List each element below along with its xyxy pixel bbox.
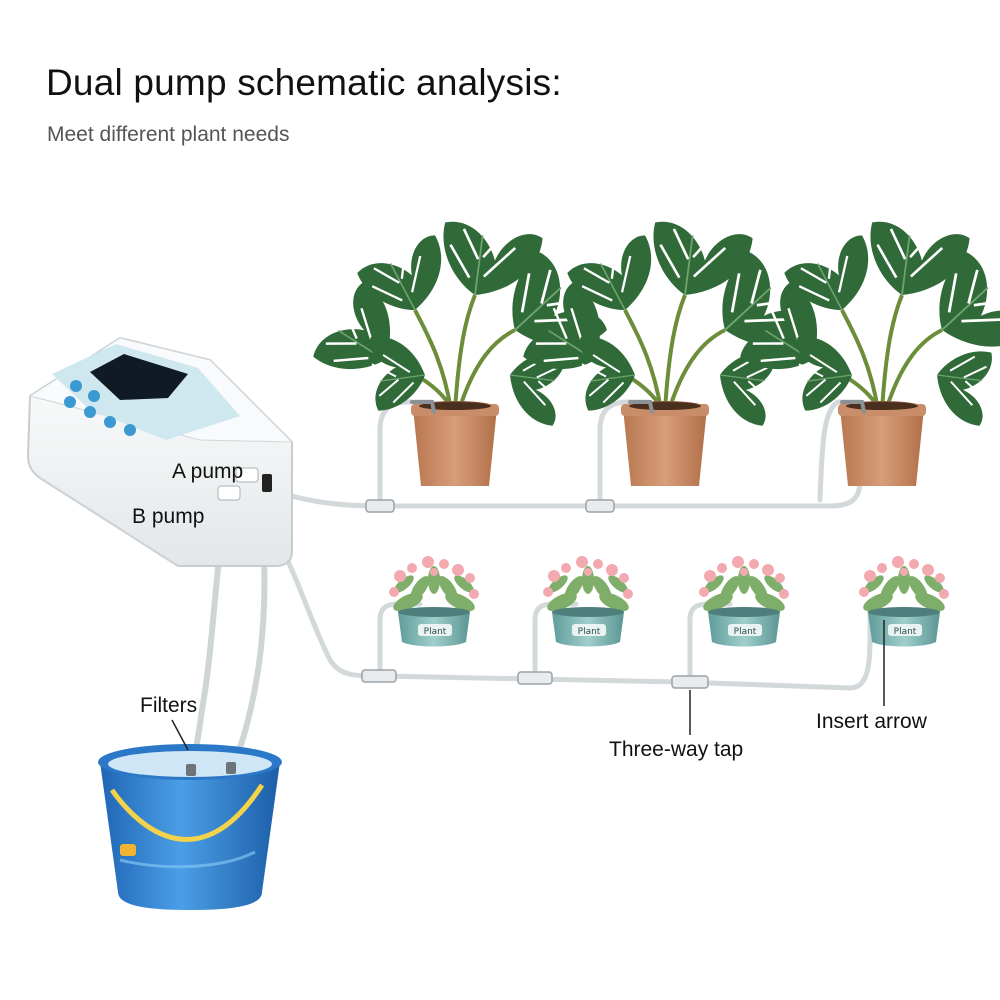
callout-lines	[171, 620, 885, 751]
pot-label: Plant	[734, 627, 757, 637]
control-buttons	[64, 380, 136, 436]
pot-label: Plant	[424, 627, 447, 637]
insert-arrow-label: Insert arrow	[816, 710, 927, 733]
monstera-drip-arrows	[410, 400, 866, 414]
three-way-taps	[361, 499, 709, 689]
three-way-tap-label: Three-way tap	[609, 738, 744, 761]
pot-label: Plant	[894, 627, 917, 637]
filters-label: Filters	[140, 694, 198, 717]
a-line-tubing	[259, 399, 863, 509]
pot-label: Plant	[578, 627, 601, 637]
monstera-plant-3	[739, 221, 1000, 486]
lcd-screen	[90, 354, 188, 400]
diagram-title: Dual pump schematic analysis:	[46, 62, 562, 103]
b-pump-label: B pump	[132, 505, 205, 528]
diagram-subtitle: Meet different plant needs	[47, 123, 290, 146]
b-line-tubing	[241, 497, 873, 691]
a-pump-label: A pump	[172, 460, 244, 483]
pump-controller	[26, 336, 294, 567]
filter-heads	[186, 762, 236, 776]
succulent-pot-labels: Plant Plant Plant Plant	[418, 624, 922, 637]
